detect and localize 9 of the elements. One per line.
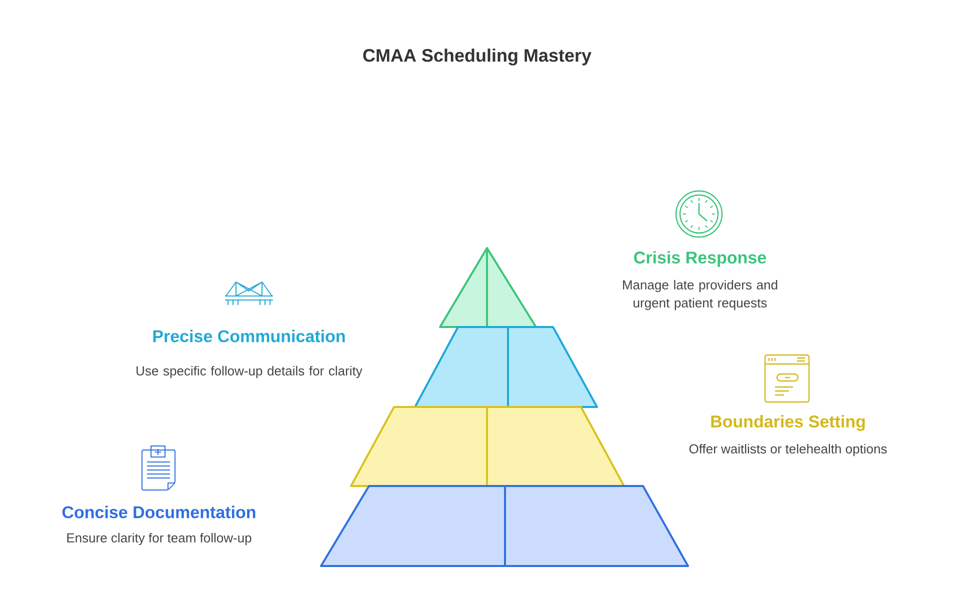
description-text: Offer waitlists or telehealth options bbox=[689, 444, 887, 456]
description-text: Use specific follow-up details for clarity bbox=[136, 366, 362, 378]
description-text: Manage late providers and urgent patient requests bbox=[623, 280, 778, 310]
heading: Boundaries Setting bbox=[711, 415, 865, 431]
description-text: Ensure clarity for team follow-up bbox=[67, 532, 252, 546]
title: CMAA Scheduling Mastery bbox=[363, 48, 592, 66]
heading: Precise Communication bbox=[153, 330, 345, 342]
heading: Crisis Response bbox=[634, 251, 766, 267]
heading: Concise Documentation bbox=[62, 506, 256, 518]
